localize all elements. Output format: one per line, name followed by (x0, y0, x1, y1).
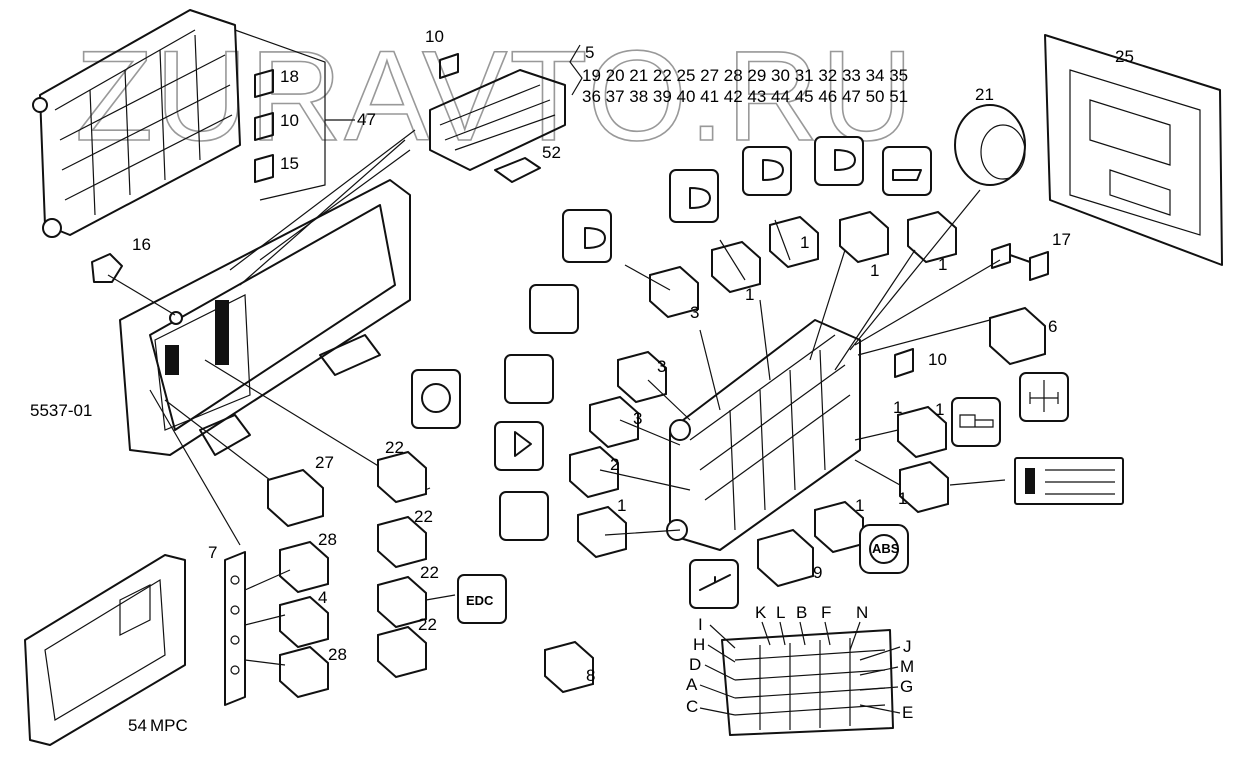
label-10-left: 10 (280, 111, 299, 130)
label-5: 5 (585, 43, 594, 62)
label-10-right: 10 (928, 350, 947, 369)
round-connector-21 (954, 104, 1026, 186)
warning-lamp-box (411, 369, 461, 429)
label-relay-1g: 1 (898, 489, 907, 508)
label-mpc: MPC (150, 716, 188, 735)
letter-K: K (755, 603, 767, 622)
mpc-plate (24, 554, 186, 746)
label-relay-1e: 1 (617, 496, 626, 515)
watermark-text: ZURAVTO.RU (75, 25, 915, 168)
letter-B: B (796, 603, 807, 622)
central-relay-box (666, 319, 861, 551)
abs-text: ABS (872, 541, 900, 556)
label-relay-9: 9 (813, 563, 822, 582)
label-relay-3c: 3 (633, 409, 642, 428)
connector-17 (991, 243, 1049, 281)
fuse-board-upper-left (32, 9, 241, 238)
letter-N: N (856, 603, 868, 622)
axle-symbol-box (1019, 372, 1069, 422)
letter-C: C (686, 697, 698, 716)
label-27: 27 (315, 453, 334, 472)
connector-block-bottom (721, 629, 894, 736)
edc-text: EDC (466, 593, 494, 608)
letter-I: I (698, 615, 703, 634)
label-25: 25 (1115, 47, 1134, 66)
label-relay-1f: 1 (893, 398, 902, 417)
fuse-numbers-row1: 19 20 21 22 25 27 28 29 30 31 32 33 34 3… (582, 66, 908, 85)
mini-fuses-column (254, 69, 274, 183)
letter-L: L (776, 603, 785, 622)
label-52: 52 (542, 143, 561, 162)
label-47: 47 (357, 110, 376, 129)
letter-G: G (900, 677, 913, 696)
label-7: 7 (208, 543, 217, 562)
letter-M: M (900, 657, 914, 676)
label-18: 18 (280, 67, 299, 86)
label-15: 15 (280, 154, 299, 173)
fuse-numbers-row2: 36 37 38 39 40 41 42 43 44 45 46 47 50 5… (582, 87, 908, 106)
central-frame-panel (119, 179, 411, 456)
label-relay-2: 2 (610, 455, 619, 474)
label-6: 6 (1048, 317, 1057, 336)
label-54: 54 (128, 716, 147, 735)
label-relay-8: 8 (586, 666, 595, 685)
label-28b: 28 (328, 645, 347, 664)
truck-symbol-box (951, 397, 1001, 447)
fuse-holder-10-right (894, 348, 914, 378)
control-panel-strip (1014, 457, 1124, 505)
label-16: 16 (132, 235, 151, 254)
relay-6 (989, 306, 1046, 366)
label-relay-3b: 3 (657, 357, 666, 376)
label-relay-1i: 1 (935, 400, 944, 419)
side-plate-25 (1044, 34, 1223, 266)
figure-code: 5537-01 (30, 401, 92, 420)
letter-E: E (902, 703, 913, 722)
label-22d: 22 (418, 615, 437, 634)
letter-J: J (903, 637, 912, 656)
label-10-top: 10 (425, 27, 444, 46)
edc-box: EDC (457, 574, 507, 624)
relays-left (267, 450, 427, 699)
clip-52 (494, 157, 541, 183)
letter-F: F (821, 603, 831, 622)
relay-set (544, 210, 957, 694)
letter-D: D (689, 655, 701, 674)
symbol-boxes (494, 136, 932, 609)
label-28a: 28 (318, 530, 337, 549)
letter-A: A (686, 675, 698, 694)
connector-block-top (429, 69, 566, 171)
grommet-16 (91, 253, 123, 283)
label-relay-3a: 3 (690, 303, 699, 322)
letter-H: H (693, 635, 705, 654)
fuse-holder-top (439, 53, 459, 79)
relay-rail-7 (224, 551, 246, 706)
label-relay-1h: 1 (855, 496, 864, 515)
lamp-icons (514, 149, 922, 591)
label-relay-1c: 1 (870, 261, 879, 280)
label-relay-1b: 1 (800, 233, 809, 252)
label-relay-1d: 1 (938, 255, 947, 274)
label-22a: 22 (385, 438, 404, 457)
label-17: 17 (1052, 230, 1071, 249)
label-relay-1a: 1 (745, 285, 754, 304)
label-21: 21 (975, 85, 994, 104)
label-22c: 22 (420, 563, 439, 582)
label-4: 4 (318, 588, 327, 607)
label-22b: 22 (414, 507, 433, 526)
abs-symbol: ABS (869, 534, 900, 564)
